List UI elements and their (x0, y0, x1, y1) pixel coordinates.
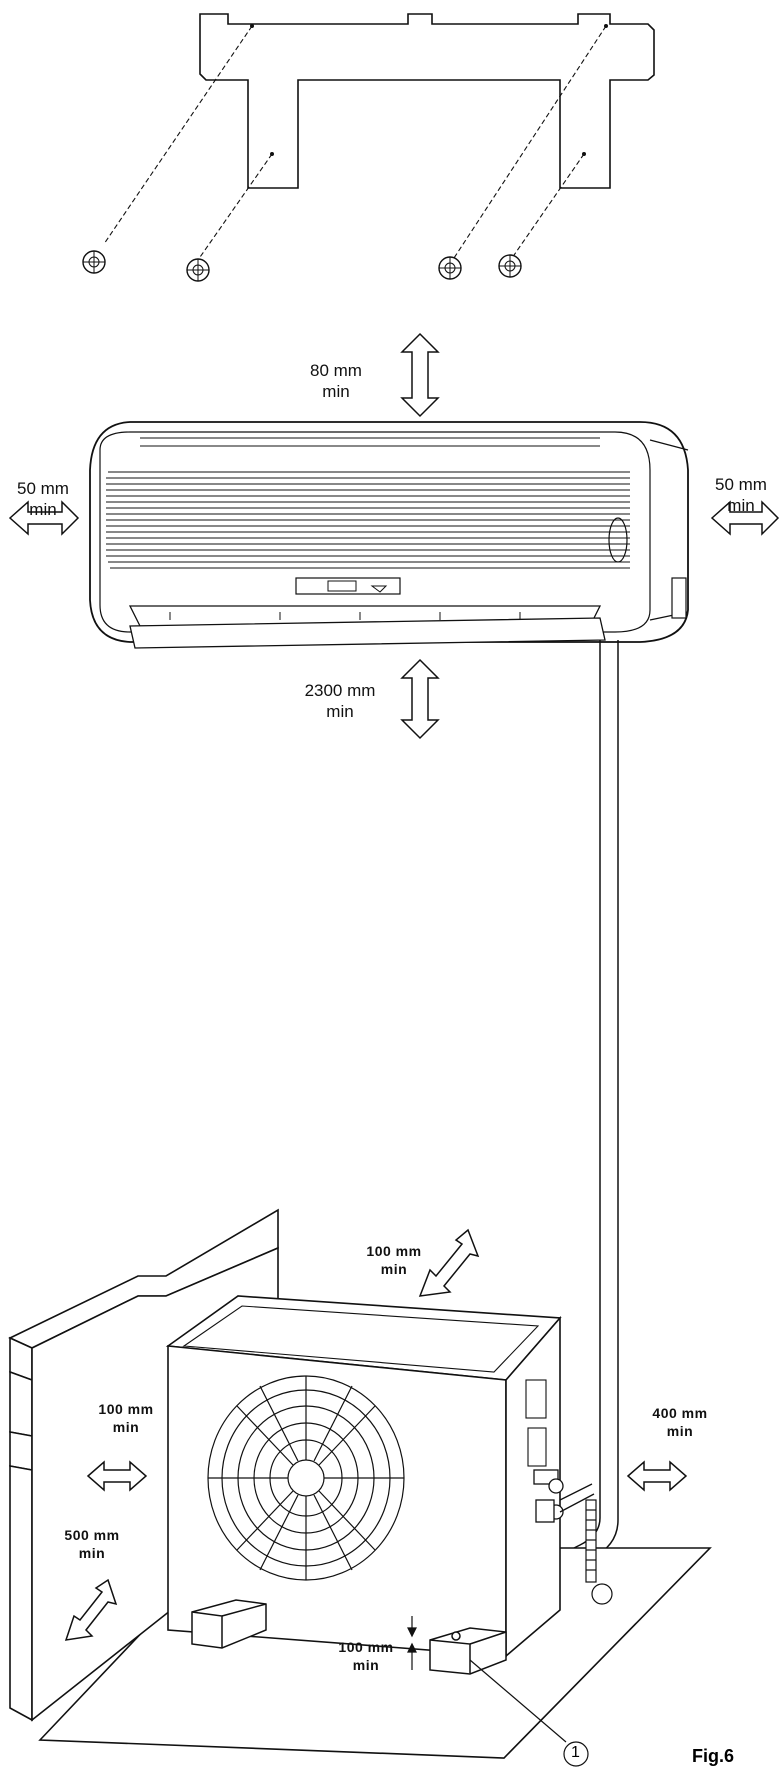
outdoor-bottom-clearance-unit: min (352, 1657, 380, 1673)
fan-grille (207, 1375, 405, 1581)
arrow-indoor-right (710, 500, 780, 536)
outdoor-right-clearance-value: 400 mm (652, 1405, 708, 1421)
outdoor-back-clearance-label: 500 mm min (52, 1526, 132, 1562)
arrow-outdoor-back (64, 1578, 118, 1641)
indoor-bottom-clearance-label: 2300 mm min (290, 680, 390, 722)
arrow-indoor-left (8, 500, 80, 536)
figure-label: Fig.6 (692, 1746, 735, 1766)
outdoor-top-clearance-value: 100 mm (366, 1243, 422, 1259)
indoor-left-clearance-label: 50 mm min (8, 478, 78, 520)
arrow-outdoor-top (418, 1228, 480, 1297)
drain-pipe (585, 1499, 613, 1605)
arrow-outdoor-left (86, 1460, 148, 1492)
outdoor-feet (191, 1599, 507, 1675)
indoor-grille (106, 471, 630, 569)
arrow-outdoor-right (626, 1460, 688, 1492)
outdoor-back-clearance-value: 500 mm (64, 1527, 120, 1543)
arrow-indoor-bottom (400, 658, 440, 740)
outdoor-bottom-clearance-value: 100 mm (338, 1639, 394, 1655)
indoor-right-clearance-label: 50 mm min (706, 474, 776, 516)
outdoor-left-clearance-value: 100 mm (98, 1401, 154, 1417)
indoor-bottom-clearance-unit: min (326, 702, 354, 721)
indoor-left-clearance-unit: min (29, 500, 57, 519)
indoor-left-clearance-value: 50 mm (17, 479, 69, 498)
outdoor-right-clearance-label: 400 mm min (640, 1404, 720, 1440)
indoor-top-clearance-label: 80 mm min (296, 360, 376, 402)
indoor-right-clearance-unit: min (727, 496, 755, 515)
outdoor-bottom-clearance-label: 100 mm min (326, 1638, 406, 1674)
connecting-pipe (559, 640, 619, 1569)
indoor-right-clearance-value: 50 mm (715, 475, 767, 494)
callout-number: 1 (571, 1744, 580, 1761)
mounting-plate (199, 13, 655, 189)
service-valves (533, 1469, 595, 1523)
callout-leader (469, 1659, 589, 1767)
outdoor-right-clearance-unit: min (666, 1423, 694, 1439)
outdoor-left-clearance-unit: min (112, 1419, 140, 1435)
indoor-unit (89, 421, 689, 649)
arrow-indoor-top (400, 332, 440, 418)
outdoor-unit (165, 1295, 562, 1658)
outdoor-back-clearance-unit: min (78, 1545, 106, 1561)
outdoor-top-clearance-label: 100 mm min (354, 1242, 434, 1278)
outdoor-top-clearance-unit: min (380, 1261, 408, 1277)
indoor-top-clearance-value: 80 mm (310, 361, 362, 380)
indoor-top-clearance-unit: min (322, 382, 350, 401)
screw-guide-lines (103, 25, 607, 261)
outdoor-left-clearance-label: 100 mm min (86, 1400, 166, 1436)
arrow-outdoor-bottom (407, 1616, 417, 1670)
indoor-bottom-clearance-value: 2300 mm (304, 681, 376, 700)
